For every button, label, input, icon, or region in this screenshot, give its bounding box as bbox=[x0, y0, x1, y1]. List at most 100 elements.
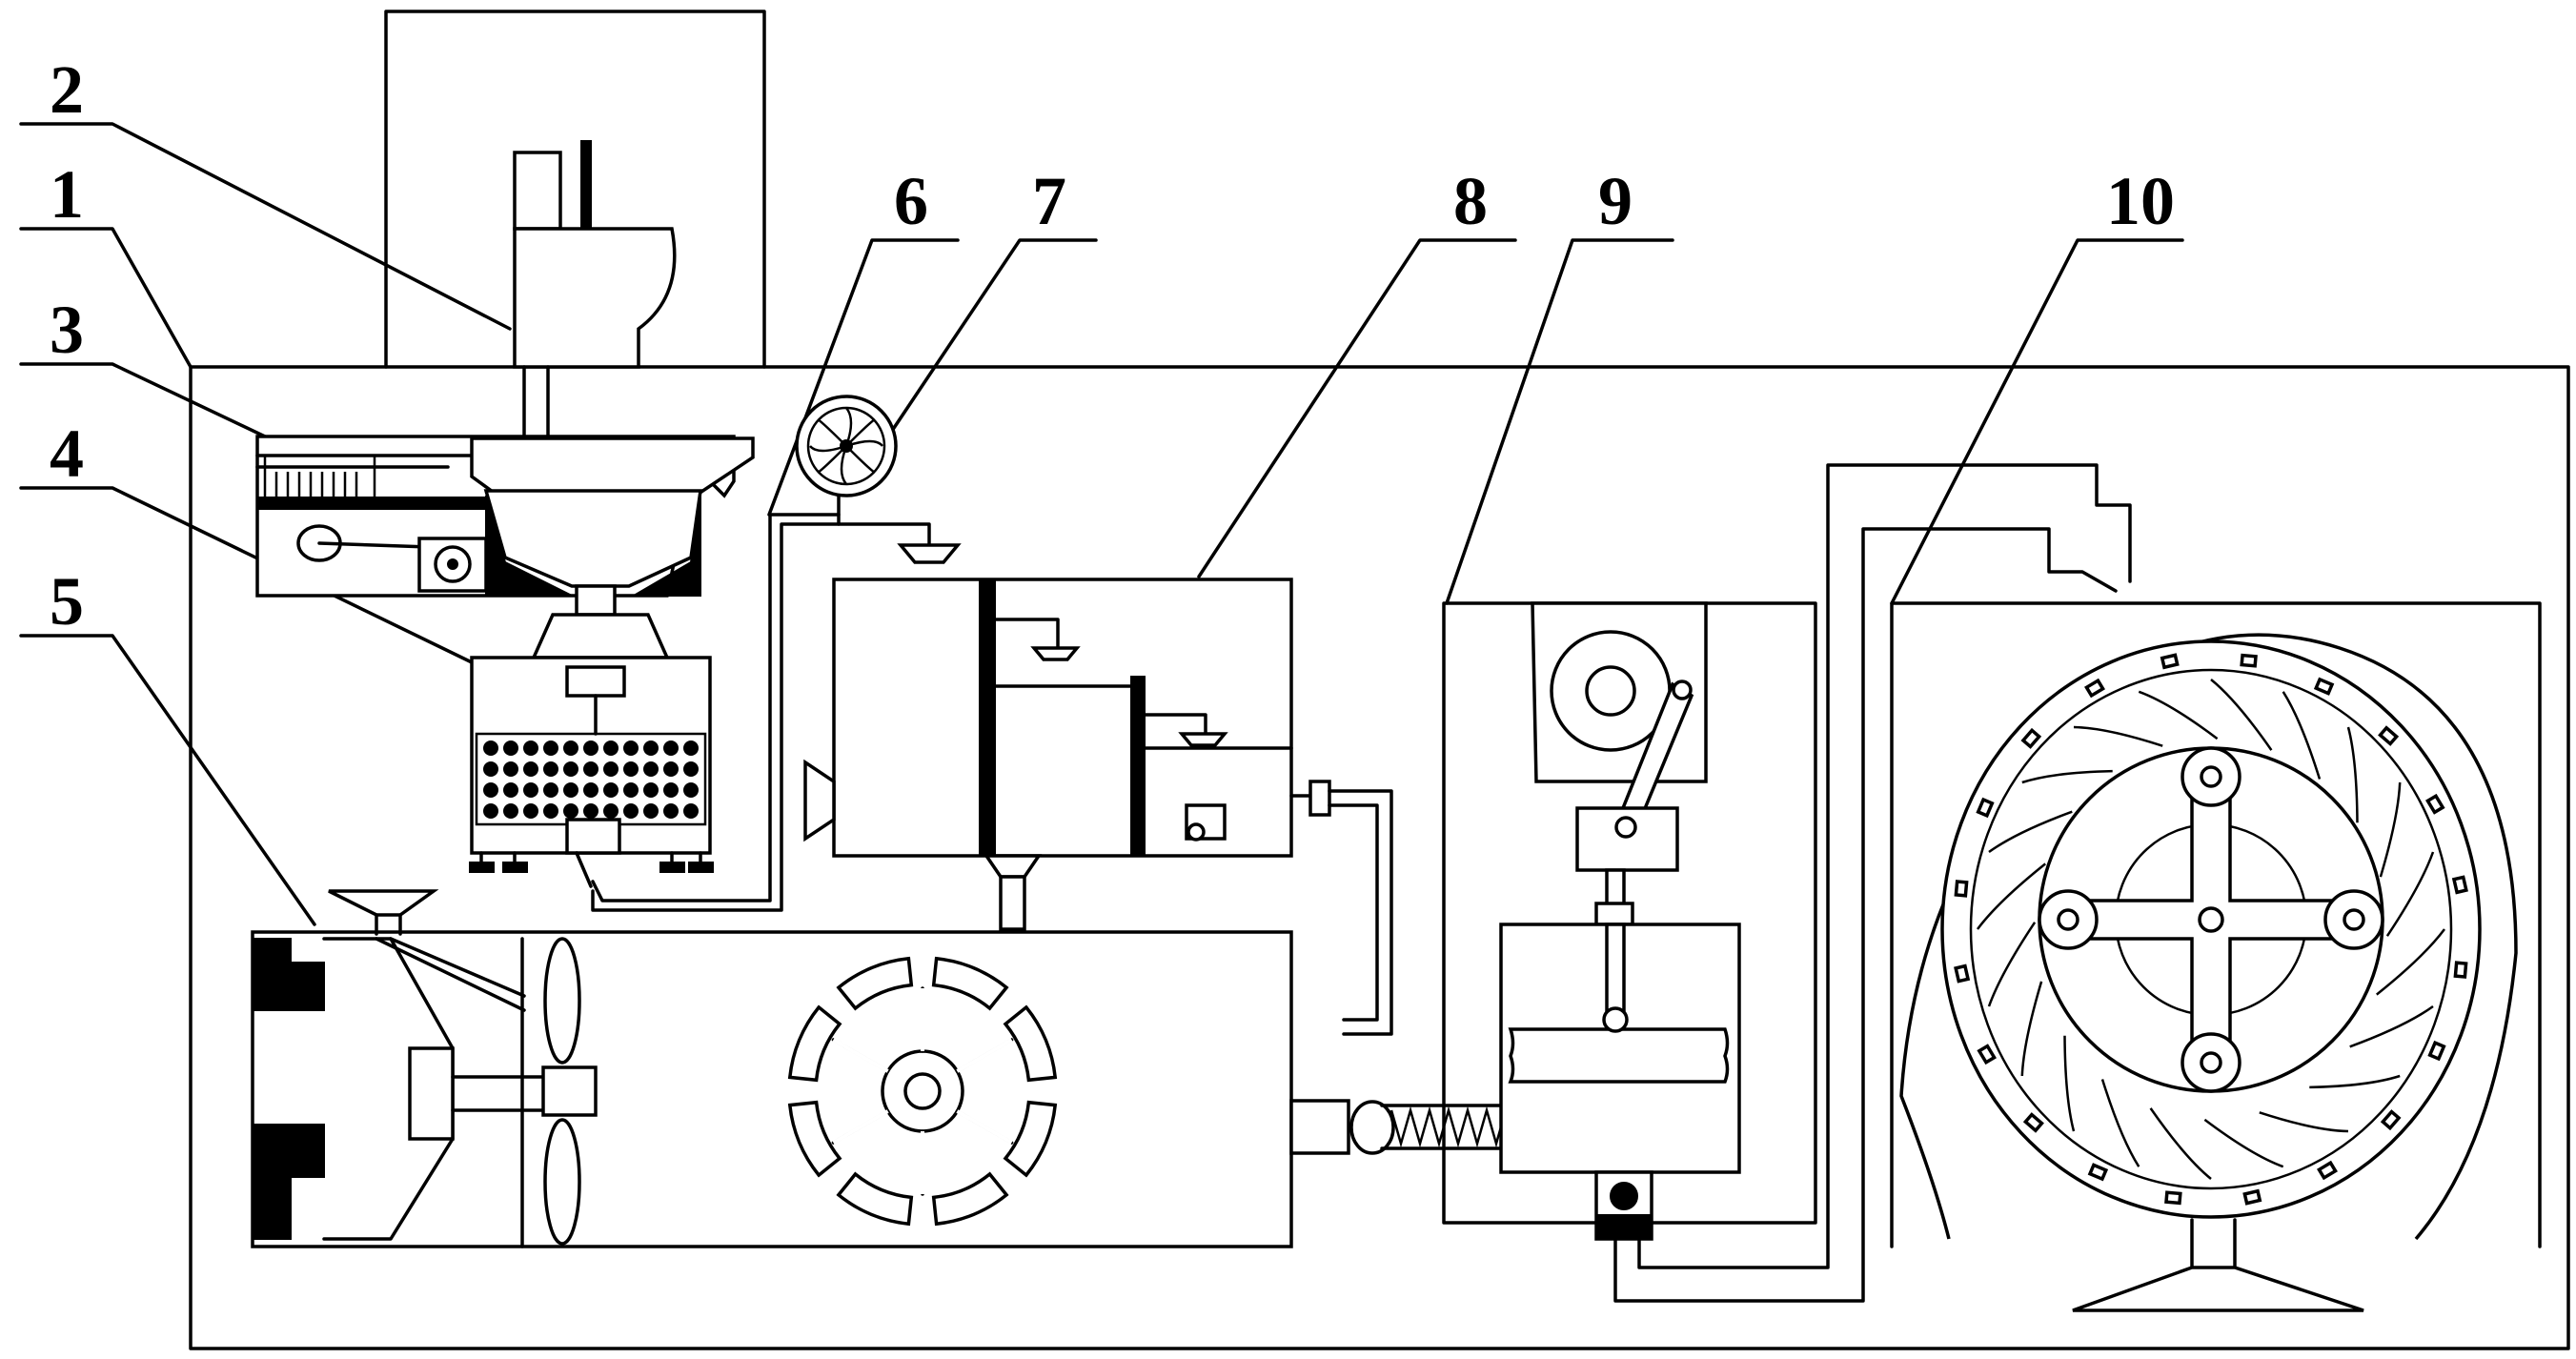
recirc-pipe-outer bbox=[1328, 789, 1393, 1036]
label-1: 1 bbox=[50, 156, 84, 233]
outlet-pipe-inner bbox=[1613, 527, 2118, 1303]
turbine-blades bbox=[1954, 653, 2468, 1206]
mesh-dot bbox=[583, 782, 598, 798]
wheel-segment bbox=[1003, 1100, 1058, 1178]
mesh-dot bbox=[623, 761, 639, 777]
label-8: 8 bbox=[1453, 163, 1488, 239]
mesh-dot bbox=[563, 803, 578, 819]
hopper-fill-right bbox=[630, 495, 701, 597]
turbine-blade bbox=[2346, 726, 2359, 823]
turbine-blade bbox=[2021, 769, 2113, 784]
spring-cap-left bbox=[1349, 1100, 1395, 1155]
turbine-blade bbox=[2210, 679, 2273, 751]
filter-mesh-dots bbox=[483, 740, 699, 819]
settling-tank bbox=[803, 578, 1393, 1036]
spring-coil bbox=[1389, 1105, 1508, 1148]
callout-labels: 2 1 3 4 5 6 7 8 9 10 bbox=[19, 51, 2184, 926]
filter-drive bbox=[565, 665, 626, 698]
mesh-dot bbox=[683, 803, 699, 819]
mesh-dot bbox=[503, 803, 518, 819]
turbine-bucket bbox=[1954, 880, 1969, 898]
turbine-bucket bbox=[1954, 963, 1971, 984]
mesh-dot bbox=[563, 782, 578, 798]
wheel-segment bbox=[787, 1100, 842, 1178]
turbine-bucket bbox=[2087, 1163, 2109, 1182]
mesh-dot bbox=[643, 782, 659, 798]
label-5: 5 bbox=[50, 563, 84, 639]
mesh-dot bbox=[543, 803, 558, 819]
filter-top-cap bbox=[531, 613, 670, 659]
wheel-segment bbox=[1003, 1004, 1058, 1083]
chamber-inlet-funnel bbox=[328, 889, 439, 917]
tank-drain-pipe bbox=[999, 875, 1026, 931]
mesh-dot bbox=[603, 761, 619, 777]
turbine-blade bbox=[2020, 981, 2043, 1077]
leader-7 bbox=[886, 238, 1098, 438]
fan-duct bbox=[837, 494, 931, 547]
leader-10 bbox=[1890, 238, 2184, 605]
turbine-bucket bbox=[2378, 725, 2400, 746]
turbine-bucket bbox=[1977, 1044, 1997, 1065]
mesh-dot bbox=[503, 782, 518, 798]
turbine-blade bbox=[2138, 690, 2219, 740]
label-7: 7 bbox=[1032, 163, 1066, 239]
outer-housing bbox=[189, 365, 2570, 1350]
mesh-dot bbox=[683, 782, 699, 798]
transfer-pipe-outer bbox=[591, 522, 841, 912]
mesh-dot bbox=[643, 761, 659, 777]
transfer-pipe-inner bbox=[591, 513, 841, 903]
turbine-blade bbox=[1976, 862, 2046, 930]
mesh-dot bbox=[663, 782, 679, 798]
wheel-segment bbox=[787, 1004, 842, 1083]
mesh-dot bbox=[623, 803, 639, 819]
wheel-segment bbox=[931, 956, 1009, 1011]
tank-partition-2 bbox=[1130, 676, 1146, 857]
turbine-blade bbox=[2259, 1111, 2349, 1133]
mesh-dot bbox=[663, 761, 679, 777]
turbine-blade bbox=[2379, 781, 2402, 878]
turbine-inner-ring bbox=[1969, 668, 2453, 1190]
turbine-blade bbox=[2203, 1118, 2284, 1168]
wheel-segment bbox=[836, 1171, 914, 1227]
mesh-dot bbox=[583, 761, 598, 777]
mesh-dot bbox=[523, 740, 538, 756]
turbine-base bbox=[2072, 1266, 2364, 1312]
tank-partition-1 bbox=[979, 578, 996, 857]
stirring-wheel bbox=[787, 956, 1058, 1227]
tank-siphon-1 bbox=[993, 618, 1060, 650]
filter-outlet bbox=[565, 818, 621, 855]
mesh-dot bbox=[603, 803, 619, 819]
turbine-blade bbox=[2073, 725, 2163, 747]
turbine-unit bbox=[1890, 601, 2542, 1312]
turbine-bucket bbox=[2160, 653, 2180, 670]
leader-lines bbox=[19, 122, 2184, 926]
leader-5 bbox=[19, 634, 316, 926]
mesh-dot bbox=[543, 761, 558, 777]
rotor-center bbox=[2198, 906, 2224, 933]
mesh-dot bbox=[483, 740, 498, 756]
label-3: 3 bbox=[50, 292, 84, 368]
mesh-dot bbox=[683, 740, 699, 756]
impeller-blade-top bbox=[543, 937, 581, 1065]
recirc-pipe-inner bbox=[1328, 803, 1379, 1022]
chamber-heater-bottom bbox=[252, 1124, 325, 1240]
chamber-outlet bbox=[1289, 1099, 1350, 1155]
crusher-rack-teeth bbox=[274, 472, 358, 498]
mesh-dot bbox=[563, 761, 578, 777]
turbine-bucket bbox=[2451, 875, 2468, 895]
turbine-bucket bbox=[2313, 677, 2335, 696]
turbine-blade bbox=[1988, 810, 2073, 854]
turbine-bucket bbox=[2453, 961, 2468, 979]
hopper-bowl bbox=[483, 489, 703, 588]
turbine-blade bbox=[1987, 922, 2037, 1007]
mesh-dot bbox=[563, 740, 578, 756]
turbine-frame bbox=[1890, 601, 2542, 1248]
mesh-dot bbox=[663, 740, 679, 756]
turbine-blade bbox=[2376, 928, 2446, 996]
turbine-blade bbox=[2349, 1004, 2434, 1048]
turbine-bucket bbox=[2022, 1112, 2044, 1133]
turbine-blade bbox=[2149, 1107, 2212, 1180]
hopper-outlet bbox=[575, 584, 617, 617]
filter-drain bbox=[575, 851, 593, 888]
mesh-dot bbox=[663, 803, 679, 819]
